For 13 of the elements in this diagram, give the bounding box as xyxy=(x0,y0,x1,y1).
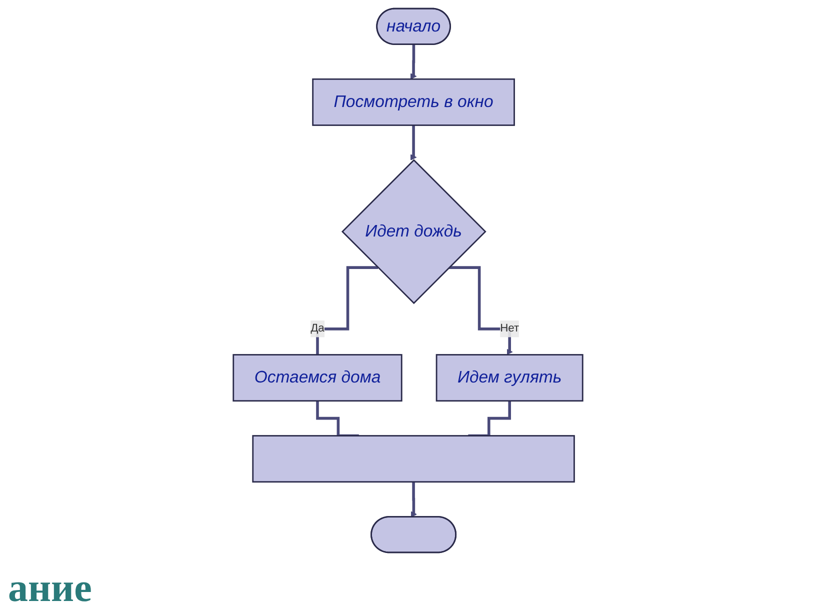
node-box: Остаемся дома xyxy=(232,354,402,402)
node-box: Посмотреть в окно xyxy=(312,78,514,126)
edge-label: Нет xyxy=(500,322,519,334)
arrow xyxy=(410,42,416,79)
arrow xyxy=(410,123,416,160)
connector xyxy=(316,266,378,356)
node-diamond: Идет дождь xyxy=(340,158,486,304)
node-bar xyxy=(252,434,574,482)
arrow xyxy=(410,480,416,517)
arrow xyxy=(448,266,512,355)
heading-fragment: ание xyxy=(8,564,92,611)
edge-label: Да xyxy=(310,322,324,334)
node-box: Идем гулять xyxy=(435,354,583,402)
